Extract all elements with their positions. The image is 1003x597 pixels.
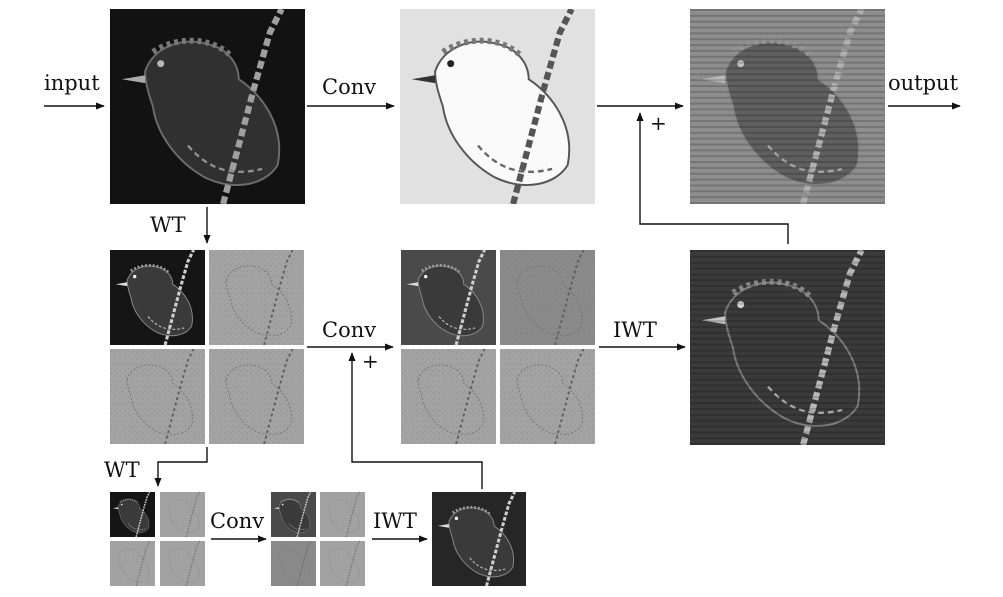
wt-mid-label: WT [104,458,140,482]
iwt-bottom-image [432,492,526,586]
conv-output-image [400,9,595,204]
wt-top-label: WT [150,213,186,237]
iwt-mid-image [690,250,885,445]
conv-mid-label: Conv [322,318,376,342]
wt-level1-grid [110,250,304,444]
conv-level1-grid [401,250,595,444]
input-image [110,9,305,204]
conv-bottom-label: Conv [210,509,264,533]
plus-mid: + [362,349,379,373]
conv-top-label: Conv [322,75,376,99]
output-label: output [888,71,959,95]
wt-mid-arrow [154,447,208,487]
skip-connection-mid [348,352,483,489]
iwt-mid-label: IWT [613,318,657,342]
input-label: input [44,71,100,95]
iwt-bottom-label: IWT [373,509,417,533]
wt-level2-grid [110,492,205,586]
plus-top: + [650,111,667,135]
output-image [690,9,885,204]
conv-level2-grid [271,492,365,586]
skip-connection-top [636,112,789,244]
